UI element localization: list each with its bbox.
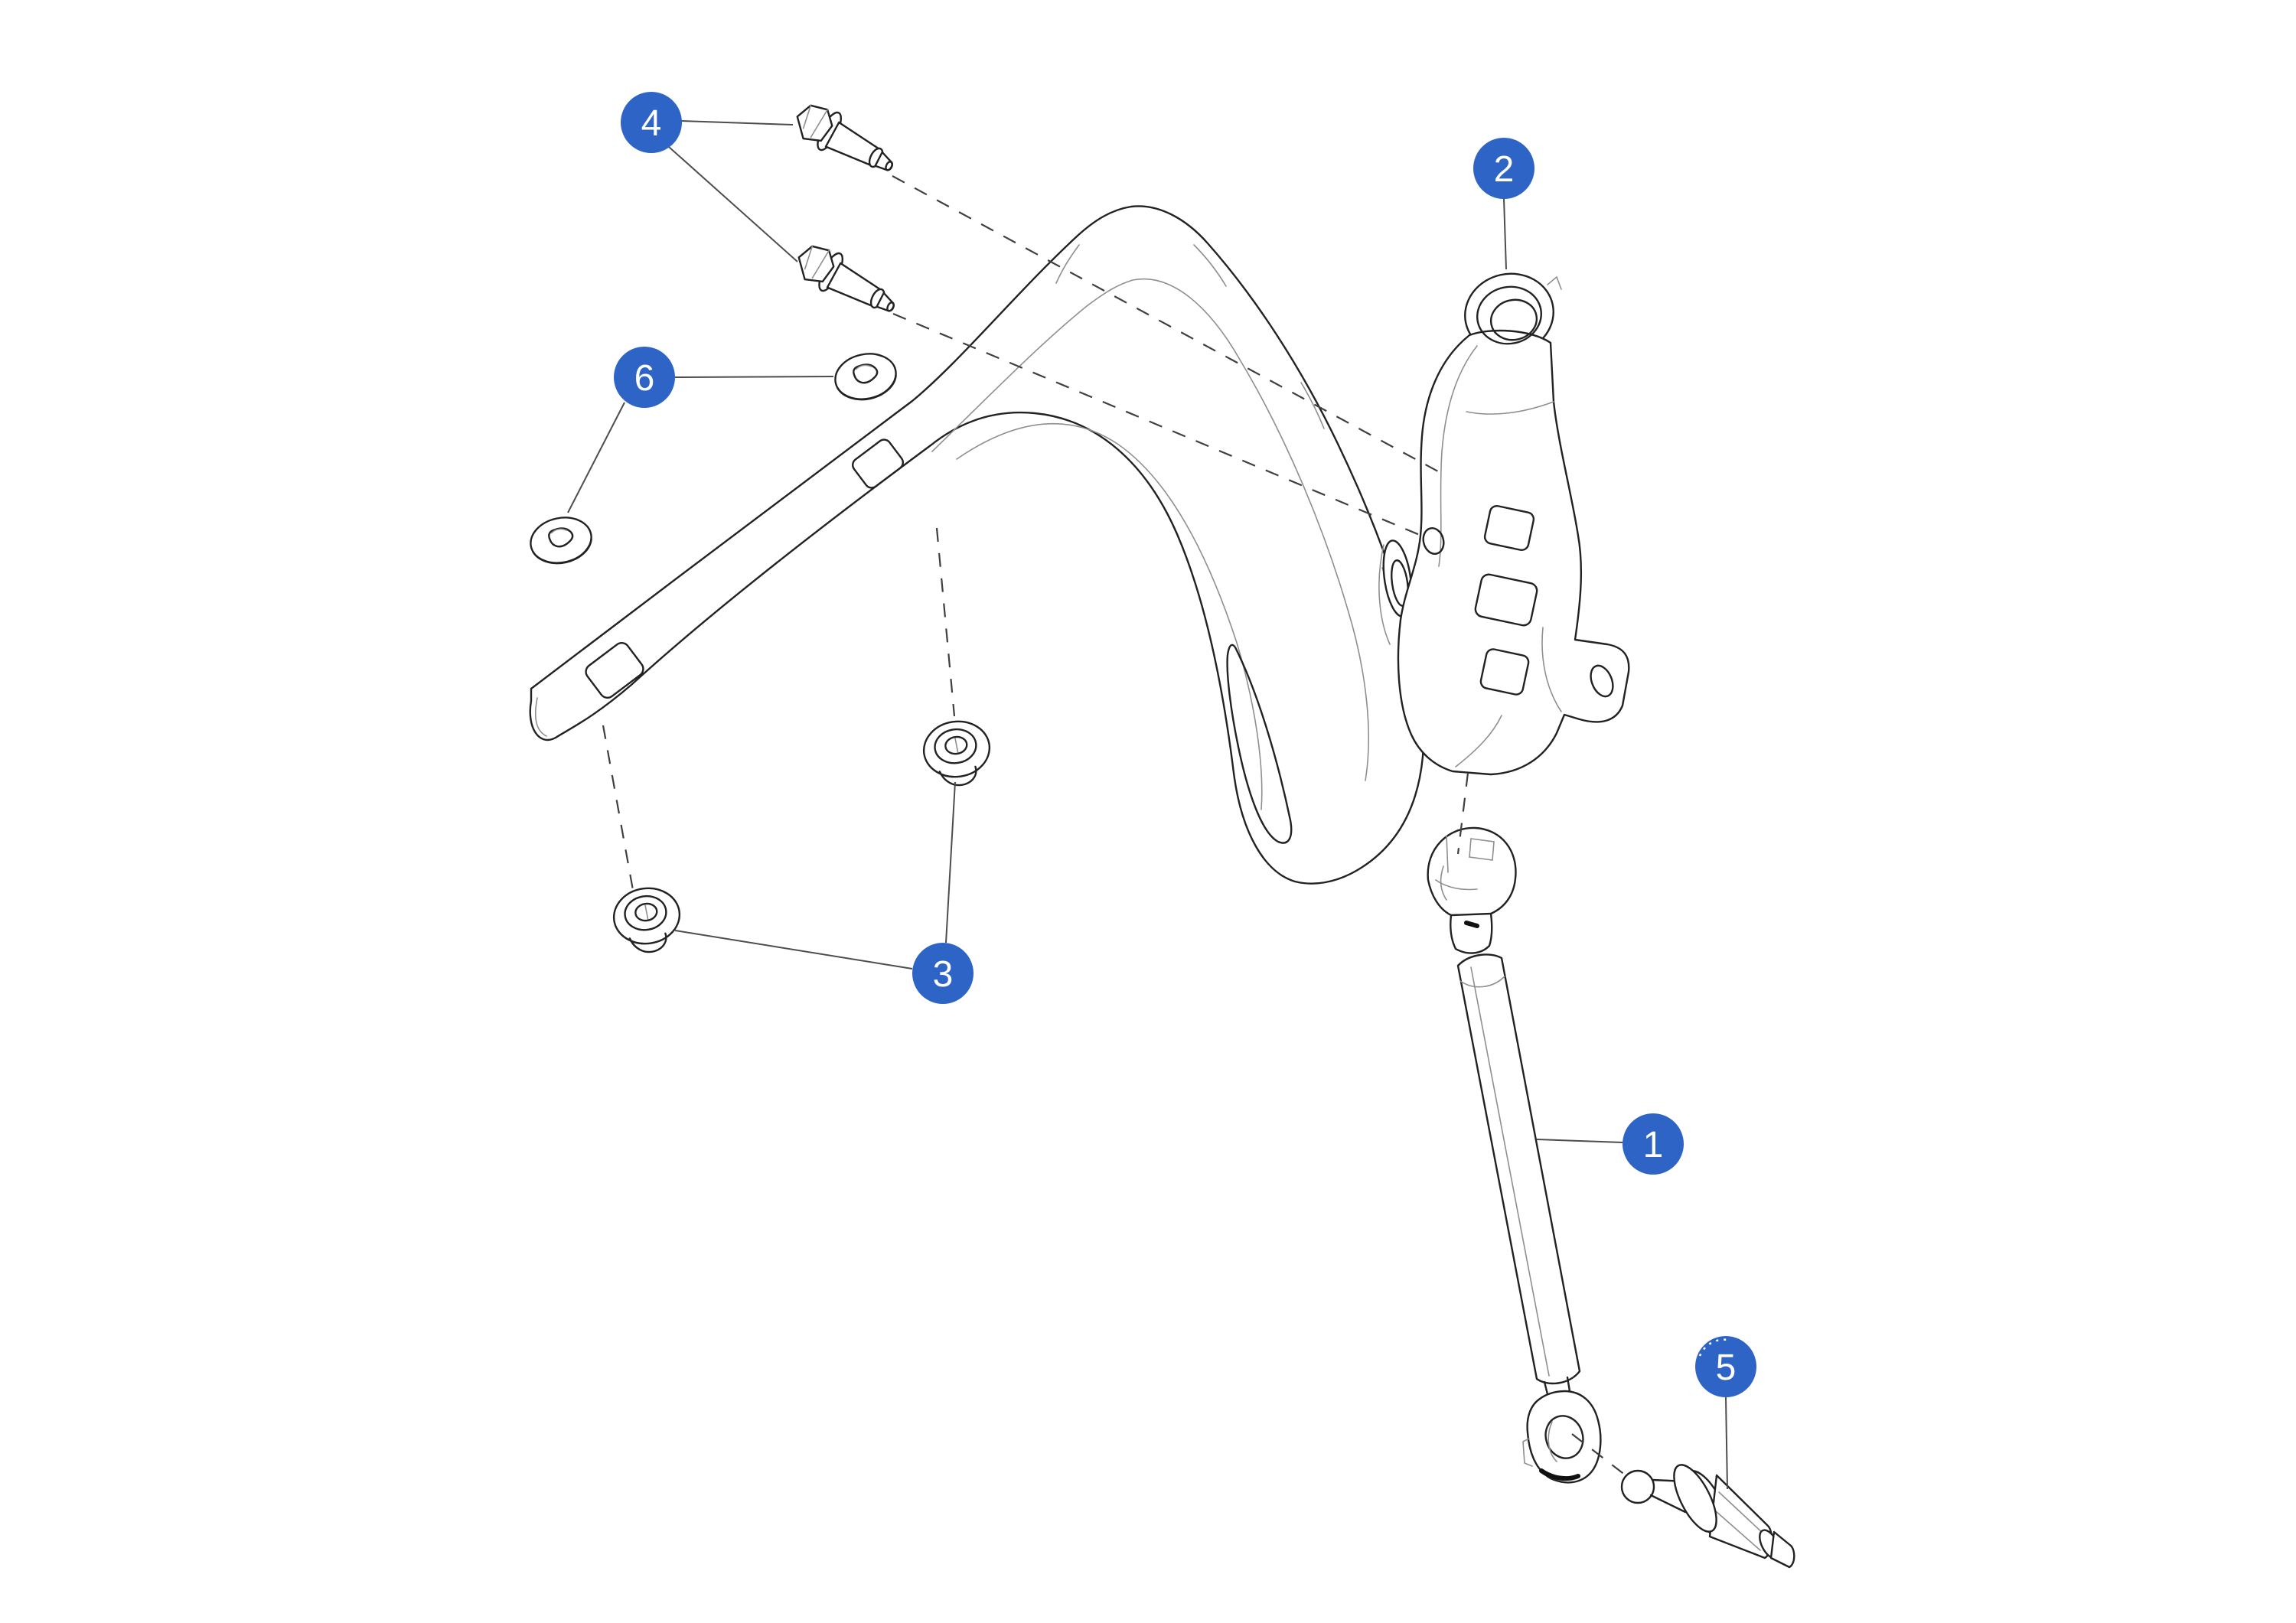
washer-b bbox=[525, 511, 597, 570]
callout-6[interactable]: 6 bbox=[614, 347, 675, 408]
callout-circle[interactable] bbox=[621, 92, 682, 153]
strut-bracket-part bbox=[1397, 272, 1630, 776]
strut-ball-cap bbox=[1427, 826, 1517, 917]
grommet-b bbox=[609, 883, 686, 958]
callout-number: 4 bbox=[641, 103, 662, 144]
callout-circle[interactable] bbox=[912, 943, 974, 1004]
strut-top-axis-dashed bbox=[1456, 772, 1469, 855]
grommet-a bbox=[919, 716, 996, 791]
callout-number: 2 bbox=[1494, 149, 1515, 190]
leader-4-to-bolt-a bbox=[680, 120, 794, 125]
bracket-cutout-2 bbox=[1474, 573, 1538, 627]
callout-circle[interactable] bbox=[1695, 1336, 1756, 1397]
hinge-arm-tip-thickness bbox=[534, 697, 547, 737]
leader-2-to-bracket bbox=[1503, 198, 1507, 270]
bracket-eyelet-bushing bbox=[1476, 285, 1542, 345]
leader-6-to-washer-b bbox=[567, 402, 625, 513]
bracket-eyelet-hole bbox=[1489, 298, 1538, 341]
callout-layer: 1 2 3 4 5 6 bbox=[614, 92, 1756, 1397]
callout-circle[interactable] bbox=[1623, 1113, 1684, 1175]
rivet-axis-dashed bbox=[1571, 1433, 1626, 1476]
callout-4[interactable]: 4 bbox=[621, 92, 682, 153]
strut-clevis-shadow bbox=[1539, 1468, 1580, 1481]
strut-clevis-socket bbox=[1544, 1415, 1584, 1459]
strut-cylinder-highlight bbox=[1470, 966, 1550, 1377]
callout-number: 3 bbox=[933, 954, 954, 995]
callout-number: 1 bbox=[1643, 1125, 1664, 1165]
callout-circle[interactable] bbox=[614, 347, 675, 408]
leader-5-to-rivet bbox=[1725, 1396, 1728, 1490]
strut-clevis bbox=[1526, 1390, 1602, 1484]
strut-clevis-inner bbox=[1522, 1421, 1557, 1467]
bracket-round-hole bbox=[1422, 527, 1445, 555]
hinge-arm-square-hole-right bbox=[852, 438, 904, 489]
callout-2[interactable]: 2 bbox=[1473, 138, 1534, 199]
callout-5[interactable]: 5 bbox=[1695, 1336, 1756, 1397]
rivet-part bbox=[1620, 1464, 1795, 1569]
bracket-cutout-1 bbox=[1483, 504, 1535, 552]
bracket-crease-top bbox=[1466, 401, 1554, 415]
rivet-spline-lines bbox=[1715, 1491, 1766, 1551]
rivet-tip bbox=[1769, 1530, 1795, 1569]
hinge-arm-mount-arc bbox=[1378, 544, 1391, 645]
leader-6-to-washer-a bbox=[674, 376, 834, 378]
callout-number: 5 bbox=[1716, 1348, 1737, 1388]
rivet-ball-head bbox=[1620, 1469, 1655, 1504]
bracket-inner-contour bbox=[1438, 345, 1478, 567]
hinge-arm-square-hole-left bbox=[585, 641, 644, 699]
bolt-b bbox=[789, 236, 905, 324]
callout-circle[interactable] bbox=[1473, 138, 1534, 199]
hinge-arm-crease-lower bbox=[956, 422, 1263, 810]
callout-leaders bbox=[567, 120, 1728, 1490]
gas-strut-part bbox=[1427, 826, 1602, 1484]
strut-cap-details bbox=[1435, 835, 1495, 901]
bracket-body bbox=[1397, 329, 1630, 776]
bolt-a bbox=[788, 96, 904, 184]
bracket-crease-bottom bbox=[1455, 627, 1562, 768]
strut-cylinder bbox=[1456, 953, 1581, 1385]
strut-vent-mark bbox=[1464, 921, 1479, 928]
callout-1[interactable]: 1 bbox=[1623, 1113, 1684, 1175]
callout-3[interactable]: 3 bbox=[912, 943, 974, 1004]
washer-a bbox=[830, 347, 902, 406]
assembly-axes bbox=[602, 175, 1626, 1476]
rivet-flange-front bbox=[1673, 1464, 1717, 1533]
bolt-b-axis-dashed bbox=[892, 312, 1426, 539]
strut-neck bbox=[1450, 912, 1493, 954]
hinge-arm-panel-ticks bbox=[1055, 244, 1398, 614]
leader-4-to-bolt-b bbox=[668, 146, 798, 262]
bracket-tab-hole bbox=[1590, 664, 1614, 698]
bracket-eyelet-step bbox=[1547, 275, 1562, 290]
grommet-b-axis-dashed bbox=[602, 725, 634, 891]
leader-3-to-grommet-b bbox=[674, 930, 913, 970]
hinge-arm-outline bbox=[529, 205, 1425, 885]
grommet-a-axis-dashed bbox=[935, 527, 956, 717]
leader-1-to-strut bbox=[1536, 1139, 1623, 1143]
hinge-arm-part bbox=[529, 205, 1425, 885]
hinge-arm-slot bbox=[1226, 644, 1293, 844]
bolt-a-axis-dashed bbox=[892, 175, 1447, 477]
hinge-arm-crease-upper bbox=[931, 278, 1369, 781]
bracket-cutout-3 bbox=[1479, 648, 1530, 696]
strut-collar bbox=[1459, 976, 1505, 988]
leader-3-to-grommet-a bbox=[945, 781, 956, 943]
callout-number: 6 bbox=[634, 358, 655, 399]
